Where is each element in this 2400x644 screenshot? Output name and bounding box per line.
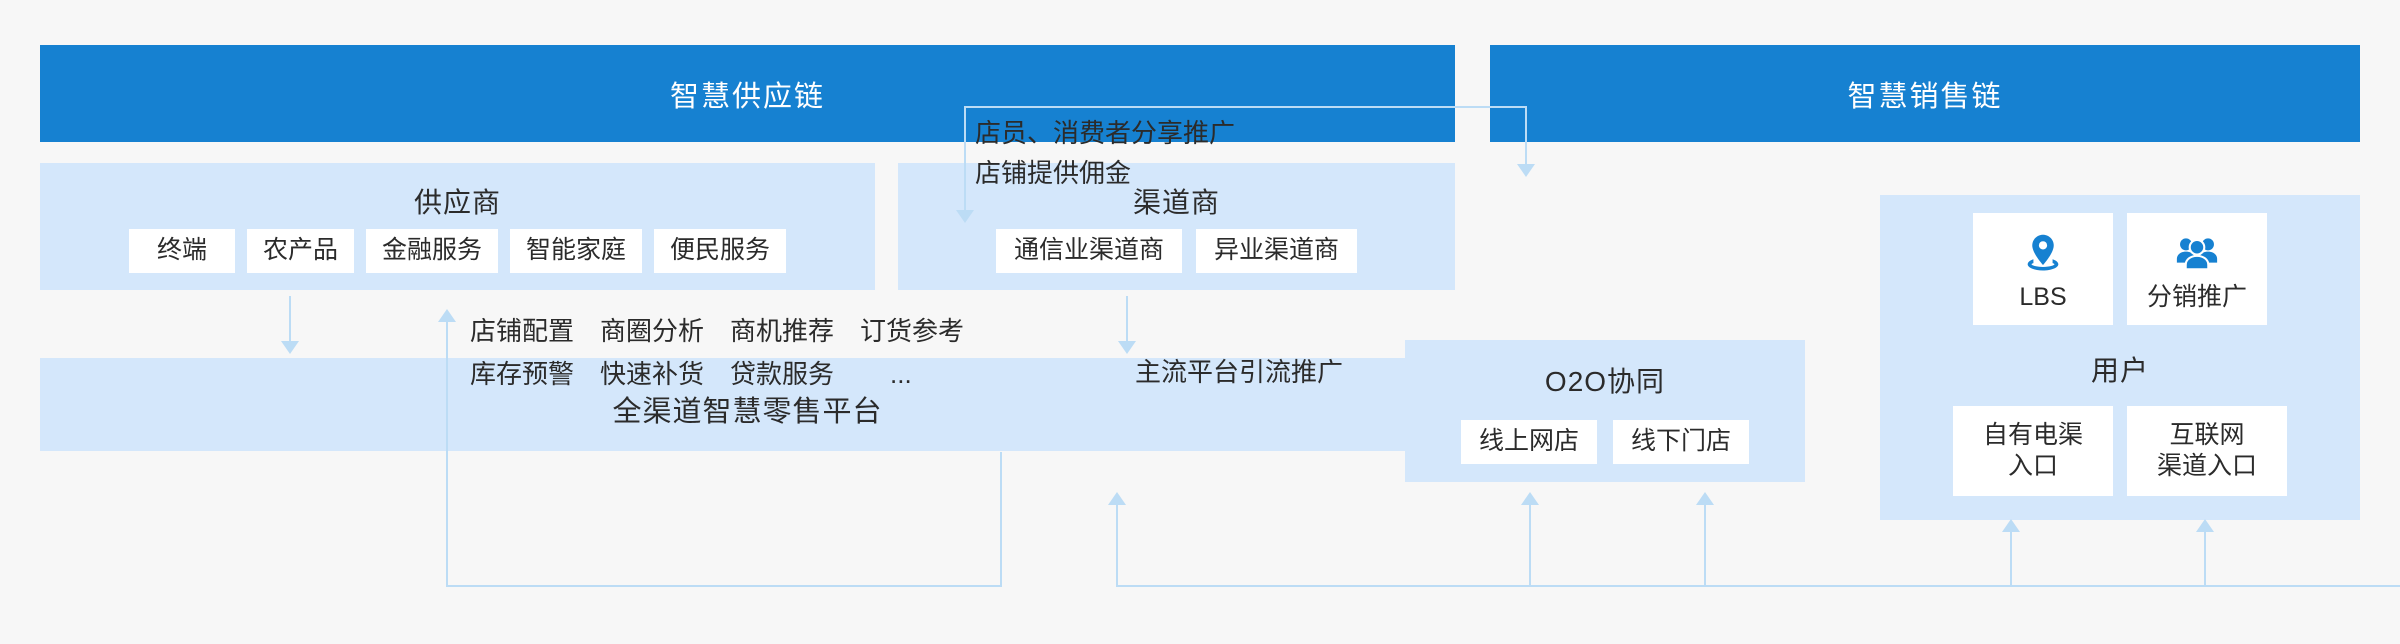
user-entry-own-channel[interactable]: 自有电渠 入口	[1953, 406, 2113, 496]
arrowhead-o2o-right	[1696, 492, 1714, 505]
traffic-promotion-note: 主流平台引流推广	[1135, 357, 1344, 387]
o2o-title: O2O协同	[1544, 366, 1666, 397]
connector-feedback-bottom	[446, 585, 1002, 587]
connector-feedback-right	[1000, 452, 1002, 585]
arrowhead-channel-to-platform	[1118, 341, 1136, 354]
arrowhead-o2o-left	[1521, 492, 1539, 505]
platform-feature-list: 店铺配置 商圈分析 商机推荐 订货参考 库存预警 快速补货 贷款服务 ...	[470, 310, 990, 396]
user-entry-row: 自有电渠 入口 互联网 渠道入口	[1880, 406, 2360, 496]
o2o-tag-row: 线上网店 线下门店	[1405, 420, 1805, 464]
connector-o2o-right-up	[1704, 505, 1706, 585]
supply-chain-title: 智慧供应链	[669, 80, 825, 113]
platform-feature: 贷款服务	[730, 358, 835, 389]
arrowhead-traffic-user-a	[2002, 519, 2020, 532]
supplier-title: 供应商	[413, 187, 501, 218]
o2o-tag[interactable]: 线上网店	[1460, 420, 1597, 464]
connector-o2o-left-up	[1529, 505, 1531, 585]
platform-feature: 快速补货	[600, 358, 705, 389]
arrowhead-supplier-to-platform	[281, 341, 299, 354]
user-capability-lbs[interactable]: LBS	[1973, 213, 2113, 325]
o2o-tag[interactable]: 线下门店	[1613, 420, 1750, 464]
platform-feature: 店铺配置	[470, 316, 575, 346]
supplier-tag-row: 终端 农产品 金融服务 智能家庭 便民服务	[40, 229, 875, 273]
platform-feature-row: 店铺配置 商圈分析 商机推荐 订货参考	[470, 310, 990, 353]
connector-share-right	[1525, 106, 1527, 164]
user-capability-distribution[interactable]: 分销推广	[2127, 213, 2267, 325]
user-panel: LBS 分销推广 用户 自有电渠 入口 互联网 渠道入	[1880, 195, 2360, 520]
connector-traffic-bottom	[1116, 585, 2400, 587]
channel-tag[interactable]: 异业渠道商	[1196, 229, 1358, 273]
platform-feature-more: ...	[890, 358, 912, 389]
supplier-tag[interactable]: 终端	[128, 229, 235, 273]
supplier-tag[interactable]: 农产品	[246, 229, 354, 273]
supplier-tag[interactable]: 便民服务	[654, 229, 787, 273]
supplier-tag[interactable]: 智能家庭	[510, 229, 643, 273]
share-promotion-note: 店员、消费者分享推广 店铺提供佣金	[975, 118, 1236, 189]
user-capability-label: 分销推广	[2146, 283, 2247, 312]
platform-feature: 商圈分析	[600, 316, 705, 346]
platform-feature: 订货参考	[860, 316, 965, 346]
connector-channel-to-platform	[1126, 296, 1128, 341]
user-capability-row: LBS 分销推广	[1880, 213, 2360, 325]
connector-traffic-user-a	[2010, 532, 2012, 585]
supply-chain-header: 智慧供应链	[40, 45, 1455, 142]
channel-tag[interactable]: 通信业渠道商	[995, 229, 1182, 273]
platform-feature-row: 库存预警 快速补货 贷款服务 ...	[470, 353, 990, 396]
channel-panel: 渠道商 通信业渠道商 异业渠道商	[898, 163, 1455, 290]
connector-feedback-up	[446, 322, 448, 587]
arrowhead-share-to-o2o	[956, 210, 974, 223]
sales-chain-title: 智慧销售链	[1847, 80, 2003, 113]
user-title: 用户	[2090, 355, 2149, 386]
platform-feature: 库存预警	[470, 358, 575, 389]
platform-feature: 商机推荐	[730, 316, 835, 346]
connector-share-top	[964, 106, 1526, 108]
connector-traffic-user-b	[2204, 532, 2206, 585]
supplier-panel: 供应商 终端 农产品 金融服务 智能家庭 便民服务	[40, 163, 875, 290]
arrowhead-traffic-user-b	[2196, 519, 2214, 532]
o2o-panel: O2O协同 线上网店 线下门店	[1405, 340, 1805, 482]
arrowhead-feedback-to-platform	[438, 309, 456, 322]
retail-platform-title: 全渠道智慧零售平台	[612, 396, 883, 428]
user-entry-internet-channel[interactable]: 互联网 渠道入口	[2127, 406, 2287, 496]
channel-title: 渠道商	[1132, 187, 1220, 218]
channel-tag-row: 通信业渠道商 异业渠道商	[898, 229, 1455, 273]
user-capability-label: LBS	[2019, 283, 2067, 312]
connector-share-left	[964, 106, 966, 210]
connector-traffic-left-up	[1116, 505, 1118, 585]
sales-chain-header: 智慧销售链	[1490, 45, 2360, 142]
arrowhead-traffic-left	[1108, 492, 1126, 505]
arrowhead-share-to-user	[1517, 164, 1535, 177]
location-pin-icon	[2020, 230, 2066, 276]
people-group-icon	[2174, 230, 2220, 276]
connector-supplier-to-platform	[289, 296, 291, 341]
retail-platform-panel: 全渠道智慧零售平台	[40, 358, 1455, 451]
supplier-tag[interactable]: 金融服务	[365, 229, 498, 273]
